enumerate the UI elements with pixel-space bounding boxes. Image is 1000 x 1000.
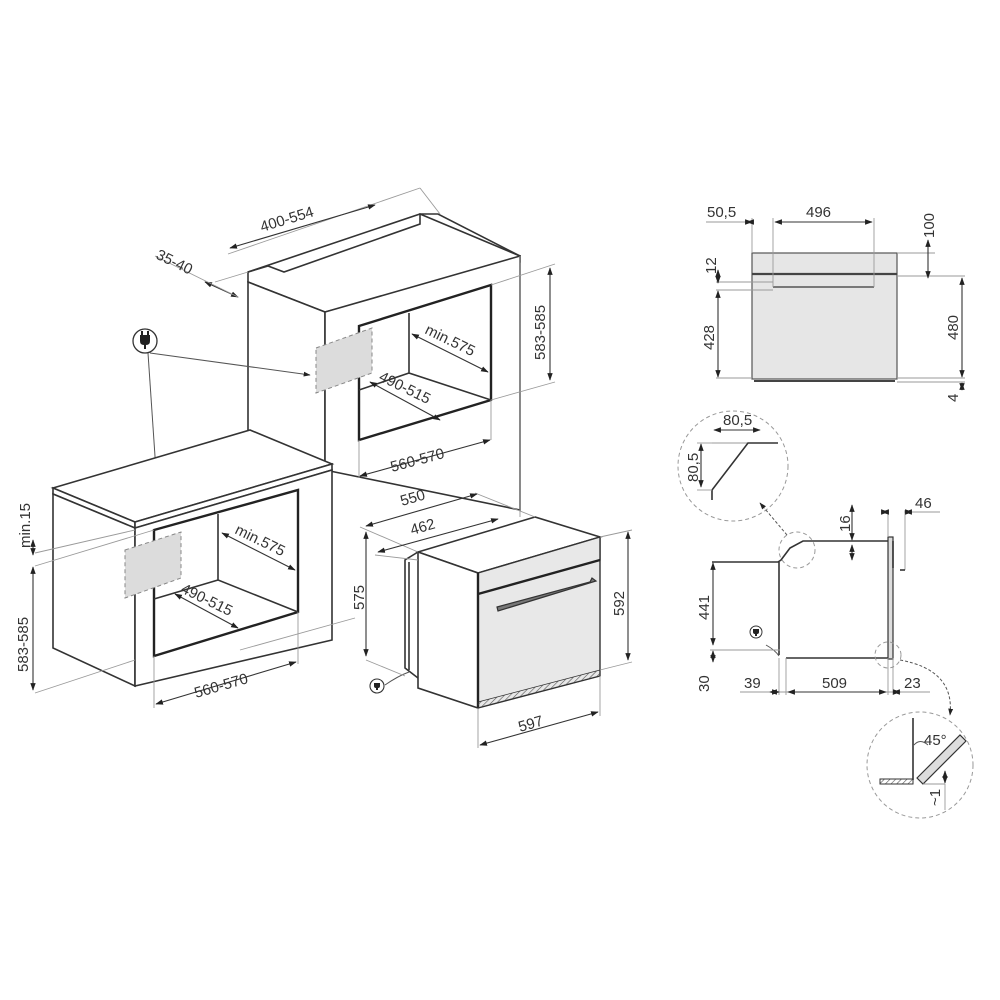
dim-body-depth-509: 509 xyxy=(822,675,847,692)
hinge-detail: 45° ~1 xyxy=(866,711,974,819)
dim-detail-v: 80,5 xyxy=(685,453,702,482)
side-view: 80,5 80,5 16 46 441 30 xyxy=(677,410,954,716)
door-glass xyxy=(916,734,967,785)
angle-45: 45° xyxy=(924,732,947,749)
dim-top-thickness: 16 xyxy=(837,515,854,532)
power-plug-icon xyxy=(749,625,763,639)
dim-back-gap: 35-40 xyxy=(153,246,195,278)
oven-handle xyxy=(496,577,598,612)
gap-tilde-1: ~1 xyxy=(927,789,944,806)
oven-isometric-view: 550 462 575 592 597 xyxy=(351,256,633,748)
dim-body-depth: 462 xyxy=(408,516,437,539)
dim-body-height: 575 xyxy=(351,585,368,610)
dim-bottom-gap: 4 xyxy=(945,394,962,402)
dim-niche-width-lower: 560-570 xyxy=(192,670,250,702)
power-plug-icon xyxy=(132,328,158,354)
dim-detail-h: 80,5 xyxy=(723,412,752,429)
front-view-oven xyxy=(751,252,898,380)
detail-circle-hinge xyxy=(866,711,974,819)
dim-rear-offset: 39 xyxy=(744,675,761,692)
dim-front-height: 592 xyxy=(611,591,628,616)
dim-total-depth: 550 xyxy=(398,487,427,510)
dim-niche-height-lower: 583-585 xyxy=(15,617,32,672)
lower-under-counter-installation: min.15 583-585 min.575 490-515 560-570 xyxy=(15,429,356,708)
dim-base: 30 xyxy=(696,675,713,692)
front-view: 50,5 496 100 12 428 480 4 xyxy=(701,204,965,402)
dim-top-panel: 100 xyxy=(921,213,938,238)
dim-left-offset: 50,5 xyxy=(707,204,736,221)
dim-side-height: 441 xyxy=(696,595,713,620)
dim-door-opening-width: 496 xyxy=(806,204,831,221)
dim-gap-12: 12 xyxy=(703,257,720,274)
dim-niche-height-upper: 583-585 xyxy=(532,305,549,360)
dim-top-clearance: min.15 xyxy=(17,503,34,548)
dim-front-width: 597 xyxy=(516,713,545,736)
dim-front-offset: 23 xyxy=(904,675,921,692)
socket-zone-lower xyxy=(124,531,182,599)
dim-front-height-480: 480 xyxy=(945,315,962,340)
socket-zone-upper xyxy=(315,327,373,394)
dim-door-thickness: 46 xyxy=(915,495,932,512)
power-plug-icon xyxy=(369,678,385,694)
detail-circle-corner xyxy=(677,410,789,522)
dim-door-height: 428 xyxy=(701,325,718,350)
